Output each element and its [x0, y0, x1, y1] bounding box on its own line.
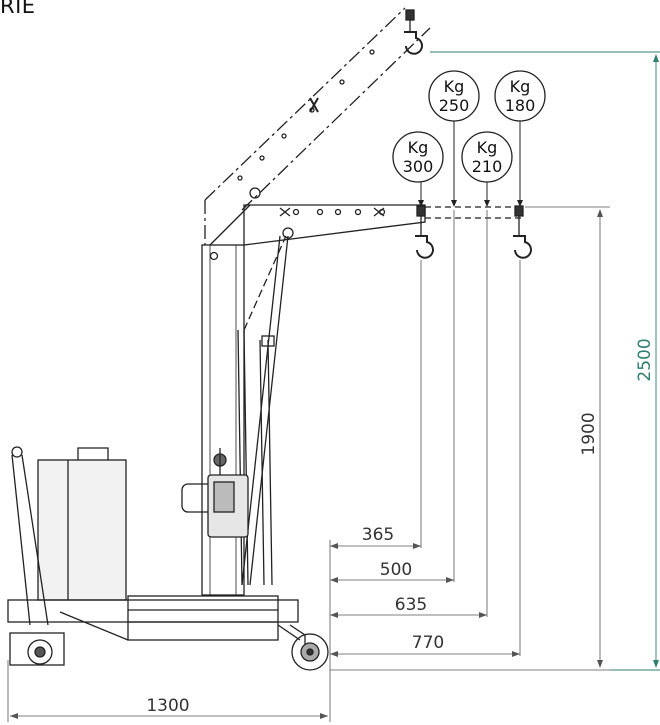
hook-icon — [415, 205, 434, 259]
boom-pivot — [249, 187, 261, 199]
raised-boom-holes — [237, 49, 375, 181]
capacity-badge-210: Kg 210 — [461, 131, 513, 207]
total-height-label: 2500 — [635, 338, 655, 381]
svg-text:Kg: Kg — [408, 138, 429, 157]
reach-label-770: 770 — [412, 633, 444, 653]
svg-text:250: 250 — [439, 96, 470, 115]
cylinder-top-pin — [282, 227, 294, 239]
hook-icon — [513, 205, 532, 259]
crane-structure — [7, 7, 532, 671]
reach-label-500: 500 — [380, 560, 412, 580]
svg-text:Kg: Kg — [444, 77, 465, 96]
chassis — [7, 595, 306, 650]
svg-text:Kg: Kg — [477, 138, 498, 157]
mast-bolt — [209, 251, 219, 261]
svg-text:180: 180 — [505, 96, 536, 115]
counterweight-box — [37, 447, 127, 601]
reach-label-365: 365 — [362, 525, 394, 545]
svg-text:300: 300 — [403, 157, 434, 176]
arm-height-label: 1900 — [579, 412, 599, 455]
arm-height-dimension — [330, 206, 610, 671]
capacity-badges: Kg 300 Kg 250 Kg 210 Kg 180 — [392, 70, 546, 207]
svg-text:210: 210 — [472, 157, 503, 176]
reach-dimensions — [329, 210, 521, 722]
reach-label-635: 635 — [395, 595, 427, 615]
mast — [201, 244, 245, 596]
svg-text:Kg: Kg — [510, 77, 531, 96]
drawing-heading: RIE — [0, 0, 36, 18]
boom — [243, 204, 426, 246]
base-length-dimension — [7, 660, 328, 722]
base-length-label: 1300 — [146, 696, 189, 716]
capacity-badge-300: Kg 300 — [392, 131, 444, 207]
reach-arrows — [330, 543, 520, 657]
capacity-badge-250: Kg 250 — [428, 70, 480, 207]
boom-raised — [204, 7, 431, 245]
total-height-dimension — [430, 51, 660, 671]
rear-wheel-icon — [9, 632, 65, 666]
hook-icon — [404, 9, 423, 55]
hydraulic-pump-icon — [181, 448, 249, 538]
front-wheel-icon — [291, 633, 329, 671]
boom-holes — [292, 208, 386, 216]
tow-handle — [11, 446, 49, 626]
capacity-badge-180: Kg 180 — [494, 70, 546, 207]
